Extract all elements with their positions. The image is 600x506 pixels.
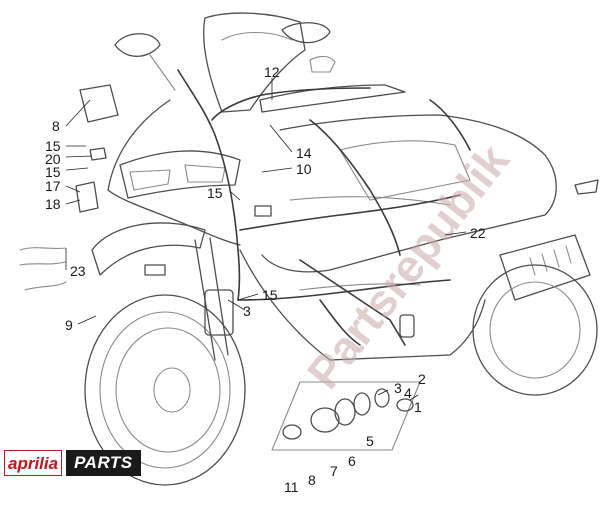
aprilia-parts-logo: aprilia PARTS xyxy=(4,450,141,476)
callout-20: 18 xyxy=(45,196,61,212)
callout-4: 4 xyxy=(404,385,412,401)
callout-15-lower: 15 xyxy=(262,287,278,303)
callout-14: 14 xyxy=(296,145,312,161)
leader-lines xyxy=(65,78,467,401)
callout-19: 17 xyxy=(45,178,61,194)
callout-labels: 8 15 20 15 17 18 23 9 12 14 10 15 15 3 2… xyxy=(45,64,486,495)
callout-12: 12 xyxy=(264,64,280,80)
callout-18: 15 xyxy=(45,138,61,154)
callout-5: 5 xyxy=(366,433,374,449)
aprilia-brand-text: aprilia xyxy=(4,450,63,476)
callout-15-upper: 15 xyxy=(207,185,223,201)
callout-6: 6 xyxy=(348,453,356,469)
callout-17: 15 xyxy=(45,164,61,180)
callout-7: 7 xyxy=(330,463,338,479)
parts-text: PARTS xyxy=(66,450,141,476)
callout-3-lower: 3 xyxy=(394,380,402,396)
callout-8: 8 xyxy=(52,118,60,134)
scooter-outline xyxy=(84,12,599,486)
exploded-small-parts xyxy=(271,381,421,451)
callout-9: 9 xyxy=(65,317,73,333)
callout-22: 22 xyxy=(470,225,486,241)
callout-8-lower: 8 xyxy=(308,472,316,488)
callout-11: 11 xyxy=(284,479,299,495)
wiring-harness xyxy=(19,69,471,346)
callout-1: 1 xyxy=(414,399,422,415)
callout-2: 2 xyxy=(418,371,426,387)
watermark-text: Partsrepublik xyxy=(297,134,519,398)
callout-23: 23 xyxy=(70,263,86,279)
callout-10: 10 xyxy=(296,161,312,177)
callout-3-upper: 3 xyxy=(243,303,251,319)
callout-21: 20 xyxy=(45,151,61,167)
